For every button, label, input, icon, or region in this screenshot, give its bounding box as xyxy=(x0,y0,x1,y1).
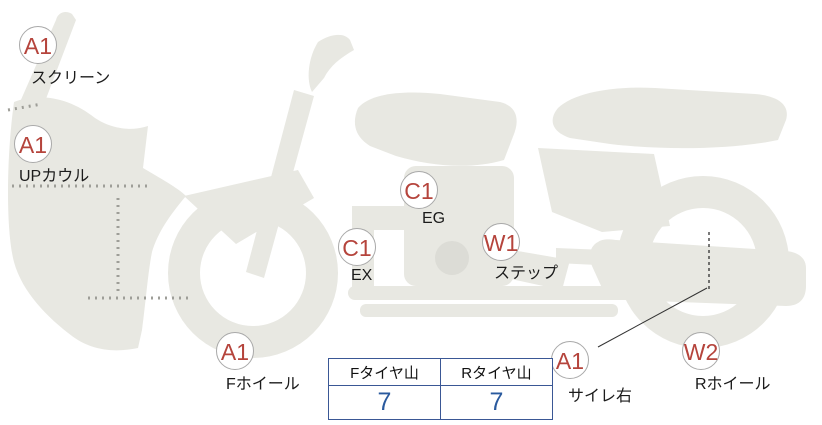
frame-rail-lower xyxy=(360,304,618,317)
marker-upper-cowl-code: A1 xyxy=(14,125,52,163)
marker-silencer-right-code: A1 xyxy=(551,341,589,379)
marker-screen-label: スクリーン xyxy=(31,70,111,87)
marker-silencer-right-label: サイレ右 xyxy=(568,388,633,405)
engine-cover-shape xyxy=(435,241,469,275)
rear-tire-value: 7 xyxy=(440,385,553,420)
marker-step-code: W1 xyxy=(482,223,520,261)
cowl-seam-dotted-lines xyxy=(7,102,192,300)
step-shape xyxy=(506,250,570,290)
exhaust-header-shape xyxy=(352,206,418,292)
marker-front-wheel-label: Fホイール xyxy=(226,376,300,393)
silencer-callout xyxy=(597,232,710,348)
rear-tire-header: Rタイヤ山 xyxy=(440,358,553,386)
fuel-tank-shape xyxy=(354,92,517,166)
handlebar-shape xyxy=(308,34,354,92)
marker-engine-code: C1 xyxy=(400,171,438,209)
muffler-shape xyxy=(590,239,806,306)
frame-rail-upper xyxy=(348,286,630,300)
marker-screen-code: A1 xyxy=(19,26,57,64)
seat-shape xyxy=(552,87,787,149)
front-tire-header: Fタイヤ山 xyxy=(328,358,441,386)
front-tire-value: 7 xyxy=(328,385,441,420)
marker-step-label: ステップ xyxy=(494,265,559,282)
marker-exhaust-label: EX xyxy=(351,267,373,284)
marker-rear-wheel-label: Rホイール xyxy=(695,376,771,393)
marker-upper-cowl-label: UPカウル xyxy=(19,168,90,185)
rear-cowl-shape xyxy=(538,148,670,232)
front-cowl-shape xyxy=(8,97,186,351)
marker-rear-wheel-code: W2 xyxy=(682,332,720,370)
marker-front-wheel-code: A1 xyxy=(216,332,254,370)
lower-cowl-shape xyxy=(184,170,314,244)
marker-engine-label: EG xyxy=(422,210,446,227)
marker-exhaust-code: C1 xyxy=(338,228,376,266)
tire-tread-table: Fタイヤ山 Rタイヤ山 7 7 xyxy=(328,358,553,420)
